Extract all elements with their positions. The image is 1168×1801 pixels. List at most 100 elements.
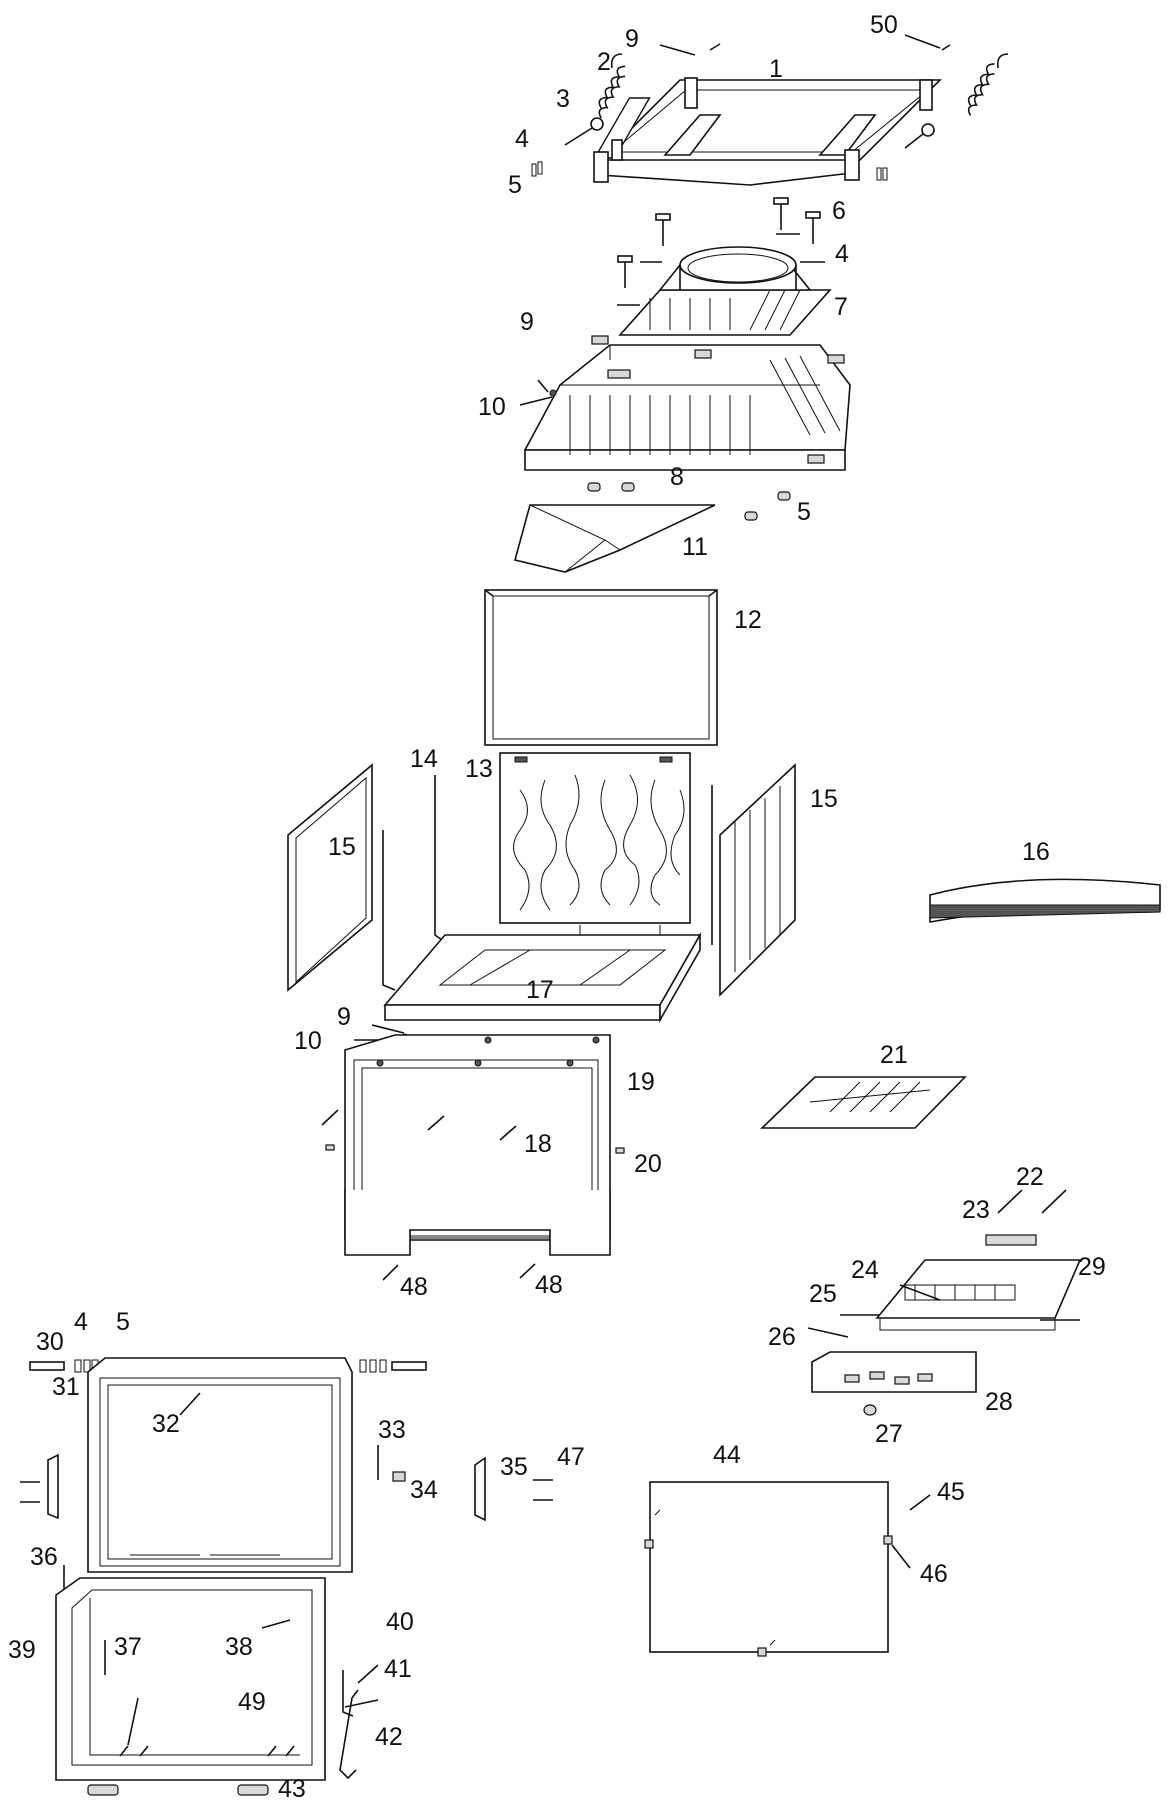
label-39: 39	[8, 1636, 36, 1664]
label-10a: 10	[478, 393, 506, 421]
label-47: 47	[557, 1443, 585, 1471]
label-21: 21	[880, 1041, 908, 1069]
part-28-drawer-front	[811, 1351, 977, 1393]
part-1-top-frame	[593, 77, 942, 186]
part-45-46-clips	[891, 1494, 931, 1569]
label-5a: 5	[508, 171, 522, 199]
part-9b-10a-screws	[519, 379, 557, 406]
label-24: 24	[851, 1256, 879, 1284]
label-38: 38	[225, 1633, 253, 1661]
label-40: 40	[386, 1608, 414, 1636]
part-15-side-panel-left	[287, 763, 373, 992]
leader-9a	[659, 44, 696, 56]
label-3: 3	[556, 85, 570, 113]
part-30-bolts	[29, 1361, 427, 1371]
part-35-hinge	[474, 1456, 486, 1522]
part-43-feet	[87, 1784, 269, 1796]
label-4c: 4	[74, 1308, 88, 1336]
label-13: 13	[465, 755, 493, 783]
part-29-ash-pan	[875, 1259, 1082, 1331]
leader-32	[179, 1392, 201, 1416]
label-1: 1	[769, 55, 783, 83]
label-9a: 9	[625, 25, 639, 53]
part-17-firebox-base	[383, 931, 702, 1024]
label-15b: 15	[810, 785, 838, 813]
label-19: 19	[627, 1068, 655, 1096]
label-42: 42	[375, 1723, 403, 1751]
label-16: 16	[1022, 838, 1050, 866]
label-4a: 4	[515, 125, 529, 153]
part-22-23-rivets	[985, 1189, 1067, 1246]
leader-38	[261, 1619, 291, 1629]
part-20-pin	[615, 1147, 625, 1154]
label-49: 49	[238, 1688, 266, 1716]
part-labels: 1 2 3 4 5 9 50 6 4 7 9 10 8 5 11 12 13 1…	[8, 11, 1106, 1801]
label-32: 32	[152, 1410, 180, 1438]
screw-9a	[709, 43, 721, 51]
part-39-lower-door	[55, 1577, 326, 1781]
label-50: 50	[870, 11, 898, 39]
leader-24	[899, 1284, 941, 1301]
part-49-screws	[119, 1745, 295, 1757]
part-47-screws	[533, 1479, 553, 1501]
label-22: 22	[1016, 1163, 1044, 1191]
label-18: 18	[524, 1130, 552, 1158]
part-18-pins	[321, 1109, 517, 1151]
label-7: 7	[834, 293, 848, 321]
label-25: 25	[809, 1280, 837, 1308]
label-41: 41	[384, 1655, 412, 1683]
part-25-rivets	[840, 1314, 1080, 1321]
label-10b: 10	[294, 1027, 322, 1055]
label-14: 14	[410, 745, 438, 773]
part-15-side-panel-right	[719, 763, 796, 997]
label-9b: 9	[520, 308, 534, 336]
part-16-top-trim	[929, 878, 1161, 923]
leader-26	[807, 1327, 849, 1338]
label-11: 11	[682, 533, 708, 561]
part-7-flue-collar	[618, 246, 832, 336]
part-27-knob	[863, 1404, 877, 1416]
label-46: 46	[920, 1560, 948, 1588]
part-48-pins	[382, 1263, 536, 1281]
part-2-springs	[598, 53, 1009, 119]
label-36: 36	[30, 1543, 58, 1571]
label-43: 43	[278, 1775, 306, 1801]
part-14-rods	[382, 775, 713, 991]
part-40-41-latch	[342, 1664, 379, 1717]
label-44: 44	[713, 1441, 741, 1469]
label-48a: 48	[400, 1273, 428, 1301]
label-8: 8	[670, 463, 684, 491]
label-30: 30	[36, 1328, 64, 1356]
label-26: 26	[768, 1323, 796, 1351]
label-6: 6	[832, 197, 846, 225]
label-2: 2	[597, 48, 611, 76]
part-33-34-latch	[377, 1445, 406, 1482]
part-13-flame-panel	[499, 752, 691, 961]
label-33: 33	[378, 1416, 406, 1444]
label-45: 45	[937, 1478, 965, 1506]
label-17: 17	[526, 976, 554, 1004]
label-27: 27	[875, 1420, 903, 1448]
part-44-glass-panel	[644, 1481, 893, 1657]
label-31: 31	[52, 1373, 80, 1401]
part-21-grate	[760, 1076, 967, 1129]
screw-50	[941, 44, 951, 51]
label-37: 37	[114, 1633, 142, 1661]
label-48b: 48	[535, 1271, 563, 1299]
part-19-firebox-front	[344, 1034, 611, 1256]
part-12-baffle-plate	[484, 589, 718, 746]
part-11-deflector	[514, 504, 716, 573]
label-23: 23	[962, 1196, 990, 1224]
part-6-bolts	[617, 197, 825, 306]
label-9c: 9	[337, 1003, 351, 1031]
part-5b-nuts	[587, 482, 791, 521]
label-5c: 5	[116, 1308, 130, 1336]
part-hinges-left	[20, 1453, 59, 1520]
label-15a: 15	[328, 833, 356, 861]
label-20: 20	[634, 1150, 662, 1178]
part-3-eye-bolt	[564, 117, 935, 149]
label-5b: 5	[797, 498, 811, 526]
part-31-32-door-frame	[87, 1357, 353, 1573]
label-12: 12	[734, 606, 762, 634]
